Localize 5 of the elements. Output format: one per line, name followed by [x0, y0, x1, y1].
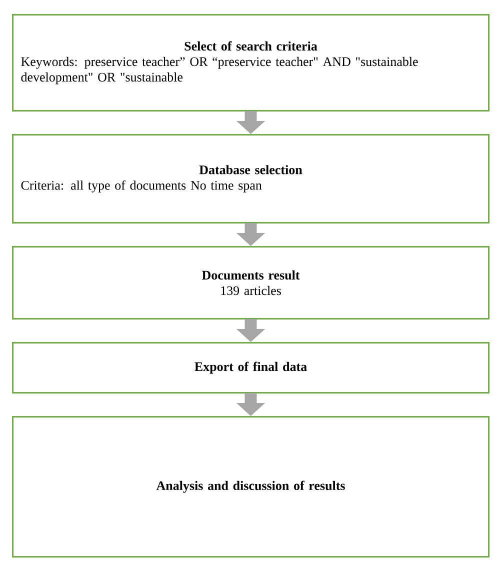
process-box: Database selection Criteria: all type of documents No time span [12, 134, 490, 224]
process-box: Select of search criteria Keywords: preservice teacher” OR “preservice teacher" AND "sustainable development" OR "sustainable [12, 14, 490, 112]
process-box: Analysis and discussion of results [12, 416, 490, 558]
process-box: Documents result 139 articles [12, 246, 490, 320]
process-box: Export of final data [12, 342, 490, 394]
